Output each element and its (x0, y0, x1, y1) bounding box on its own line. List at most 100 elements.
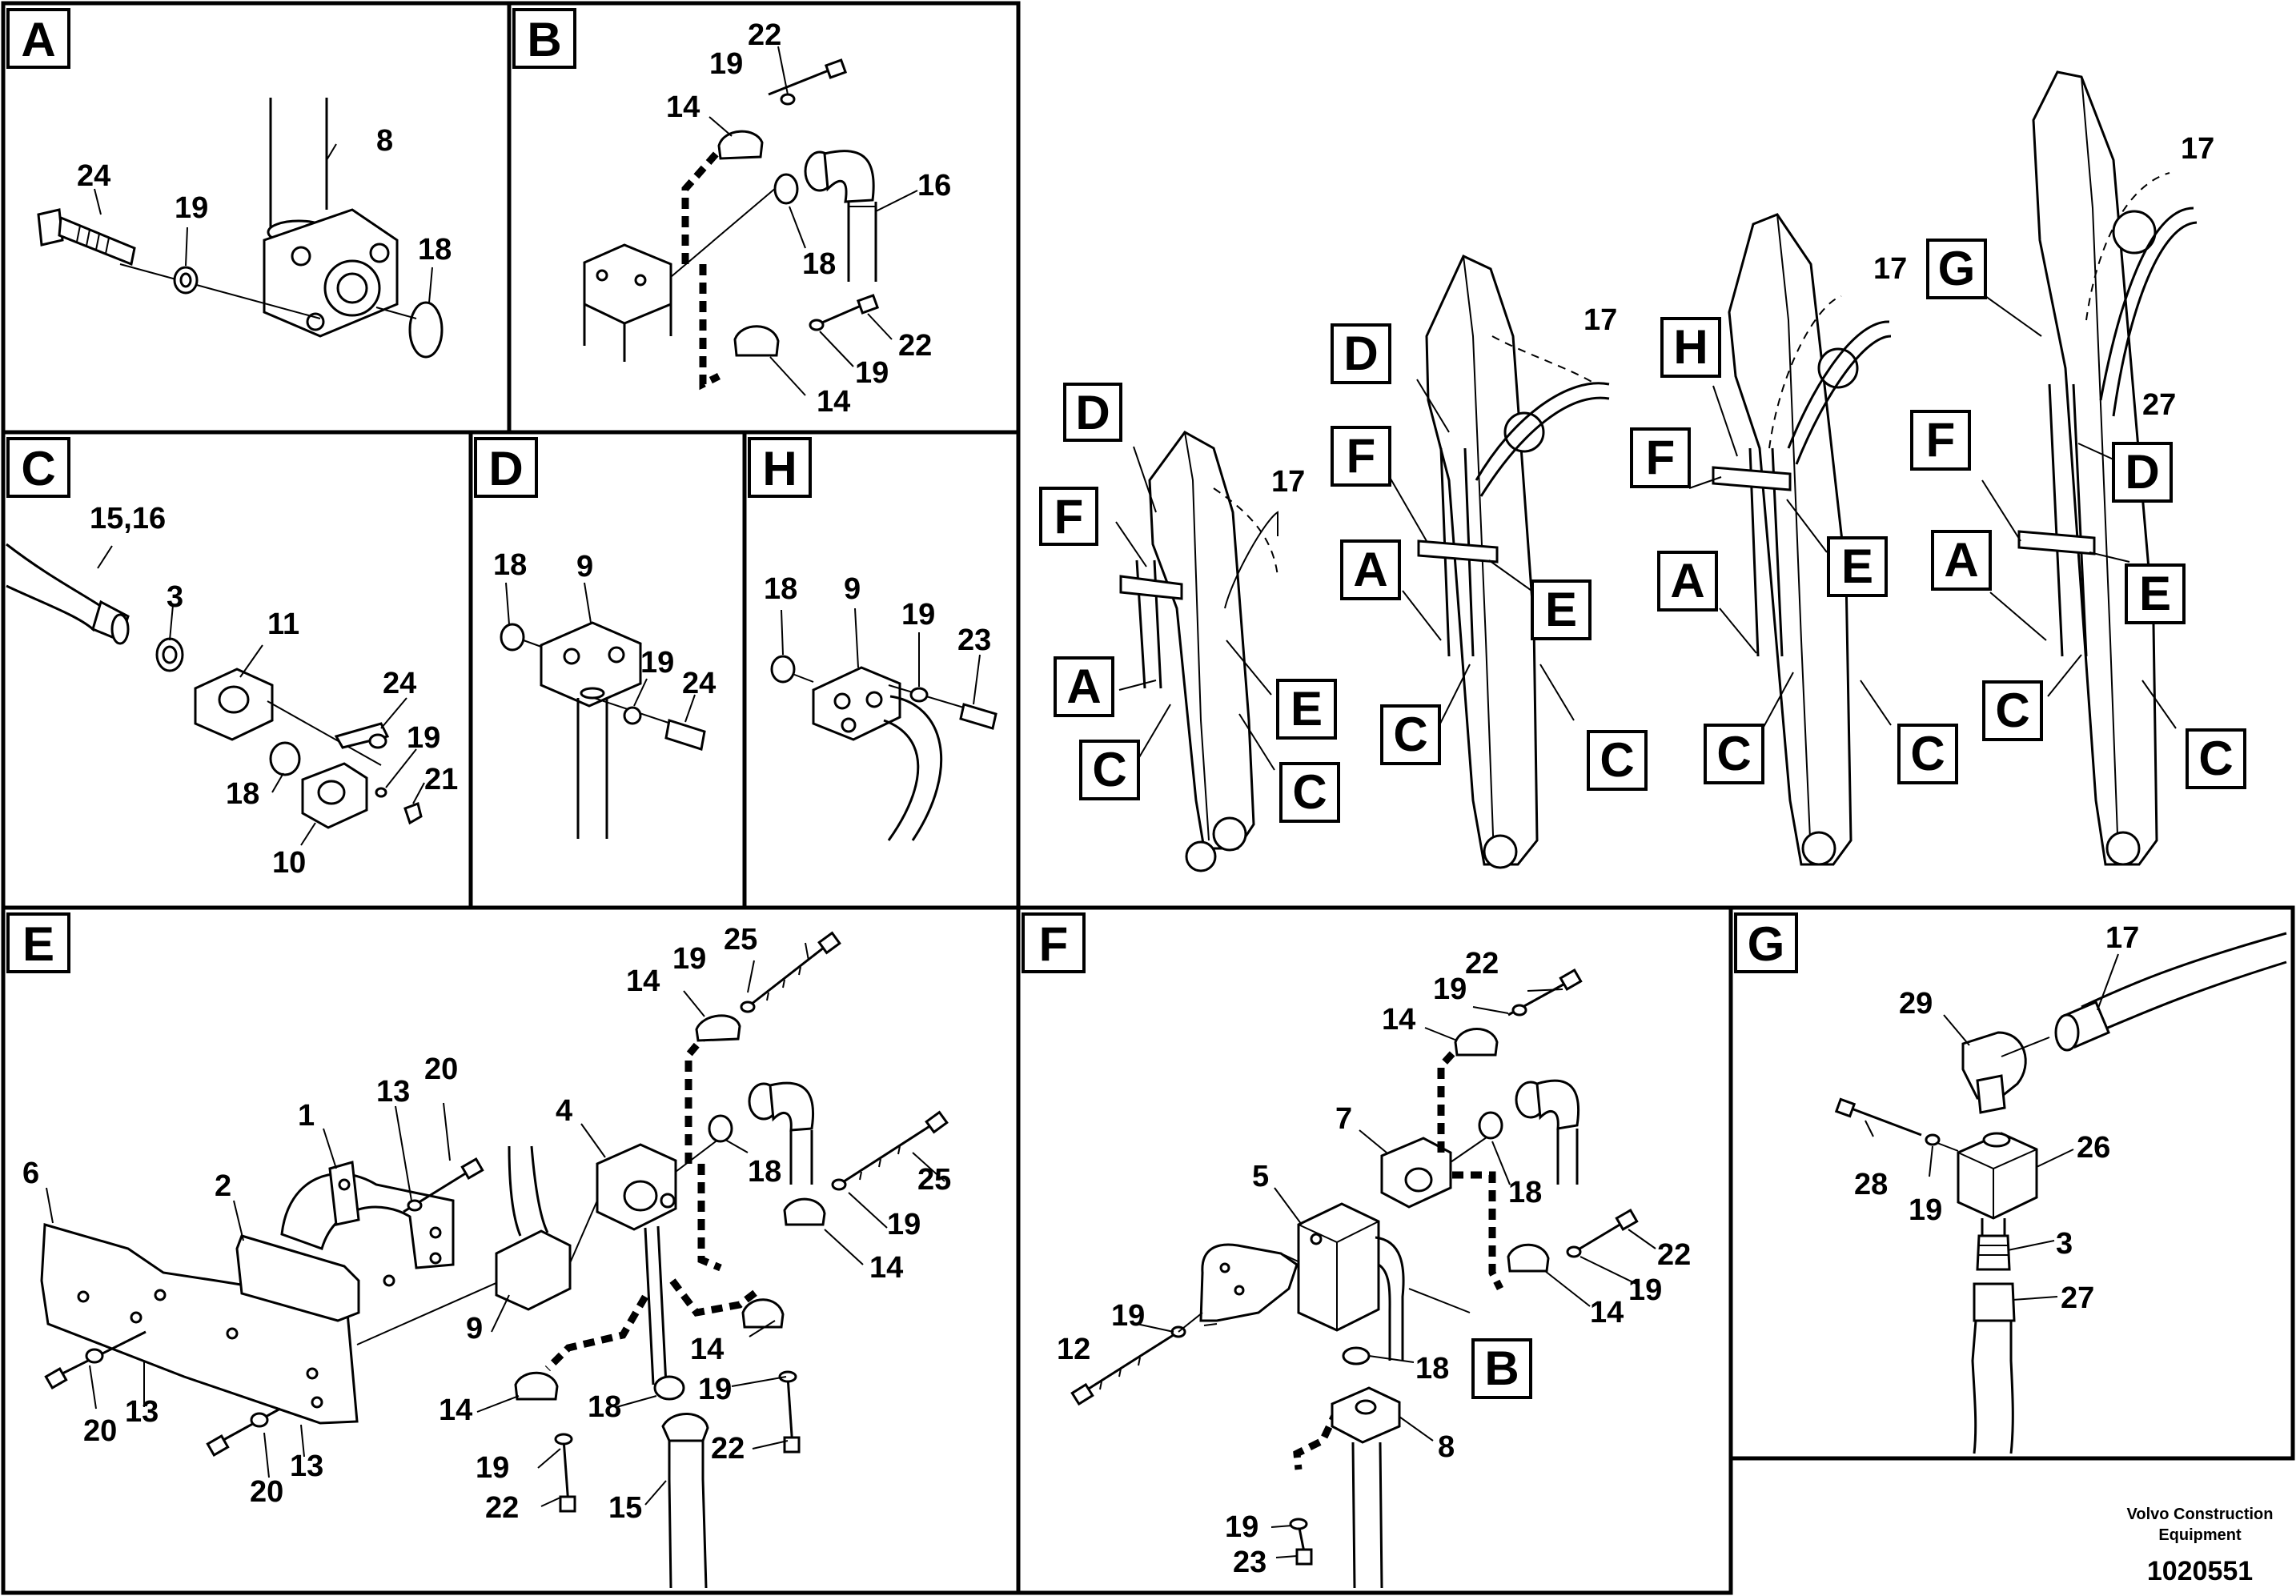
panel-h-drawing (770, 608, 997, 841)
panel-label-g: G (1734, 912, 1798, 973)
callout-22: 22 (711, 1432, 745, 1466)
overview-tag-d-4-text: D (2125, 445, 2159, 499)
panel-label-e-text: E (22, 917, 54, 971)
callout-23: 23 (1233, 1546, 1266, 1579)
panel-label-a: A (6, 8, 70, 69)
callout-25: 25 (917, 1163, 951, 1197)
callout-19: 19 (1628, 1273, 1662, 1307)
callout-13: 13 (376, 1075, 410, 1109)
overview-tag-a-3: A (1657, 551, 1718, 612)
callout-18: 18 (588, 1390, 621, 1424)
callout-27: 27 (2061, 1281, 2094, 1315)
panel-frame-a (1, 1, 512, 435)
callout-13: 13 (125, 1395, 159, 1429)
overview-tag-c-3b-text: C (1910, 727, 1945, 780)
overview-tag-f-1: F (1039, 487, 1098, 546)
overview-tag-c-3b: C (1897, 724, 1958, 784)
overview-tag-c-3a-text: C (1716, 727, 1751, 780)
overview-tag-e-1: E (1276, 679, 1337, 740)
panel-label-f-text: F (1039, 917, 1069, 971)
callout-19: 19 (1225, 1510, 1258, 1544)
callout-19: 19 (709, 47, 743, 81)
callout-1: 1 (298, 1099, 315, 1133)
overview-tag-a-1: A (1054, 656, 1114, 717)
callout-22: 22 (1465, 947, 1499, 980)
panel-label-h: H (748, 437, 812, 498)
callout-12: 12 (1057, 1333, 1090, 1366)
overview-tag-f-4-text: F (1926, 413, 1956, 467)
overview-tag-f-1-text: F (1054, 490, 1084, 543)
overview-tag-c-1b-text: C (1292, 765, 1327, 819)
callout-19: 19 (407, 721, 440, 755)
callout-14: 14 (439, 1393, 472, 1427)
callout-20: 20 (83, 1414, 117, 1448)
callout-13: 13 (290, 1450, 323, 1483)
overview-tag-d-2: D (1331, 323, 1391, 384)
callout-19: 19 (901, 598, 935, 632)
callout-19: 19 (476, 1451, 509, 1485)
callout-2: 2 (215, 1169, 231, 1203)
callout-14: 14 (690, 1333, 724, 1366)
overview-tag-f-3: F (1630, 427, 1691, 488)
overview-tag-c-2a-text: C (1393, 708, 1427, 761)
callout-7: 7 (1335, 1102, 1352, 1136)
callout-18: 18 (1415, 1352, 1449, 1385)
overview-tag-f-3-text: F (1646, 431, 1676, 484)
overview-tag-e-4-text: E (2139, 567, 2171, 620)
callout-19: 19 (698, 1373, 732, 1406)
overview-tag-a-4-text: A (1944, 533, 1978, 587)
callout-3: 3 (2056, 1227, 2073, 1261)
callout-20: 20 (424, 1053, 458, 1086)
callout-8: 8 (376, 124, 393, 158)
panel-label-e: E (6, 912, 70, 973)
callout-19: 19 (1433, 972, 1467, 1006)
overview-tag-c-1b: C (1279, 762, 1340, 823)
panel-label-g-text: G (1748, 917, 1785, 971)
overview-tag-h-3: H (1660, 317, 1721, 378)
f-tag-b-letter: B (1484, 1341, 1519, 1395)
overview-tag-e-3-text: E (1841, 539, 1873, 593)
callout-22: 22 (898, 329, 932, 363)
overview-tag-c-3a: C (1704, 724, 1764, 784)
callout-14: 14 (817, 385, 850, 419)
panel-label-a-text: A (21, 13, 55, 66)
overview-tag-a-2-text: A (1353, 543, 1387, 596)
callout-22: 22 (1657, 1238, 1691, 1272)
callout-8: 8 (1438, 1430, 1455, 1464)
drawing-number: 1020551 (2147, 1556, 2253, 1586)
panel-label-d: D (474, 437, 538, 498)
callout-9: 9 (576, 550, 593, 583)
panel-label-b: B (512, 8, 576, 69)
callout-19: 19 (887, 1208, 921, 1241)
overview-tag-e-3: E (1827, 536, 1888, 597)
callout-19: 19 (1111, 1299, 1145, 1333)
callout-18: 18 (748, 1155, 781, 1189)
callout-18: 18 (802, 247, 836, 281)
callout-26: 26 (2077, 1131, 2110, 1165)
callout-27: 27 (2142, 388, 2176, 422)
callout-28: 28 (1854, 1168, 1888, 1201)
callout-18: 18 (1508, 1176, 1542, 1209)
callout-18: 18 (764, 572, 797, 606)
callout-5: 5 (1252, 1160, 1269, 1193)
callout-21: 21 (424, 763, 458, 796)
panel-g-drawing (1834, 932, 2287, 1454)
overview-tag-e-1-text: E (1290, 682, 1323, 736)
callout-22: 22 (485, 1491, 519, 1525)
callout-18: 18 (226, 777, 259, 811)
callout-14: 14 (666, 90, 700, 124)
callout-11: 11 (267, 608, 299, 641)
overview-tag-c-1a-text: C (1092, 743, 1126, 796)
panel-label-d-text: D (488, 442, 523, 495)
callout-18: 18 (418, 233, 452, 267)
overview-tag-f-4: F (1910, 410, 1971, 471)
overview-tag-d-1: D (1063, 383, 1122, 442)
callout-9: 9 (466, 1312, 483, 1345)
panel-label-c: C (6, 437, 70, 498)
boom-overview-drawings (1119, 70, 2198, 872)
callout-22: 22 (748, 18, 781, 52)
overview-tag-e-4: E (2125, 563, 2186, 624)
callout-15: 15 (608, 1491, 642, 1525)
callout-16: 16 (917, 169, 951, 203)
overview-tag-d-2-text: D (1343, 327, 1378, 380)
